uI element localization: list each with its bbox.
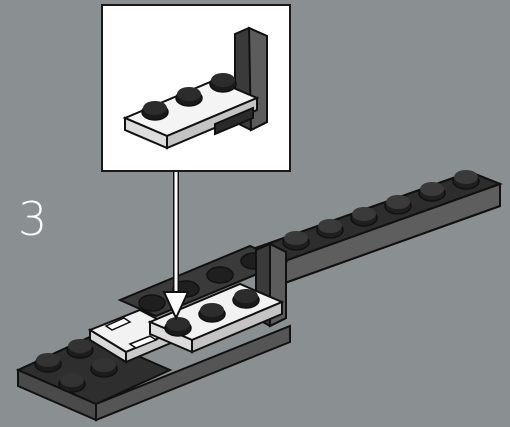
placement-arrow [164, 172, 188, 318]
part-callout [101, 4, 291, 172]
bracket-part-icon [103, 6, 289, 170]
long-plate [250, 170, 500, 284]
